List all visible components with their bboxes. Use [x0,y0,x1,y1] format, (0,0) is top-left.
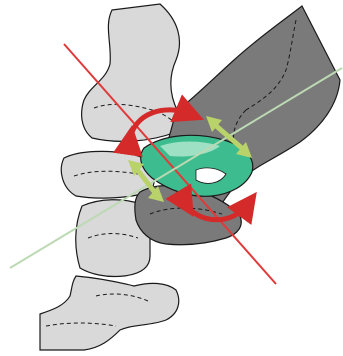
distal-bone [40,276,179,350]
